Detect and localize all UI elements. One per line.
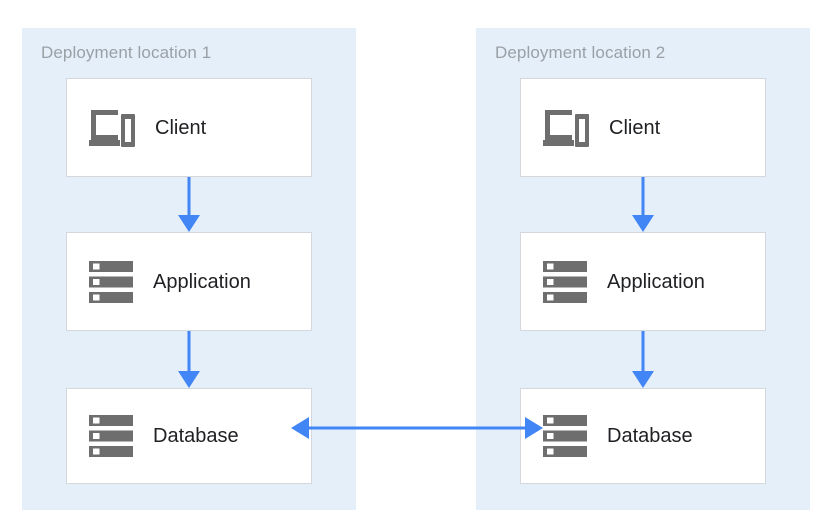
server-stack-icon (89, 260, 133, 303)
zone-1-node-client-label: Client (155, 116, 207, 139)
client-devices-icon (543, 109, 589, 147)
zone-2-arrow-client-to-application (632, 177, 654, 232)
zone-1-node-application[interactable]: Application (66, 232, 312, 331)
zone-2-title: Deployment location 2 (495, 43, 666, 62)
arrow-shaft (307, 426, 527, 430)
server-stack-icon (543, 415, 587, 457)
zone-2-node-client-label: Client (609, 116, 661, 139)
zone-1-arrow-client-to-application (178, 177, 200, 232)
server-stack-icon (89, 415, 133, 457)
deployment-zone-1: Deployment location 1 Client (22, 28, 356, 510)
client-devices-icon (89, 109, 135, 147)
zone-1-arrow-application-to-database (178, 331, 200, 388)
zone-1-node-client[interactable]: Client (66, 78, 312, 177)
zone-2-arrow-application-to-database (632, 331, 654, 388)
server-stack-icon (543, 260, 587, 303)
zone-1-node-application-label: Application (153, 270, 251, 293)
zone-2-node-database[interactable]: Database (520, 388, 766, 484)
zone-1-node-database-label: Database (153, 425, 239, 447)
zone-1-node-database[interactable]: Database (66, 388, 312, 484)
zone-2-node-application[interactable]: Application (520, 232, 766, 331)
zone-2-node-client[interactable]: Client (520, 78, 766, 177)
arrow-head-right-icon (525, 417, 543, 439)
zone-1-title: Deployment location 1 (41, 43, 212, 62)
zone-2-node-application-label: Application (607, 270, 705, 293)
cross-zone-database-replication-arrow (291, 417, 543, 439)
zone-2-node-database-label: Database (607, 425, 693, 447)
arrow-head-left-icon (291, 417, 309, 439)
